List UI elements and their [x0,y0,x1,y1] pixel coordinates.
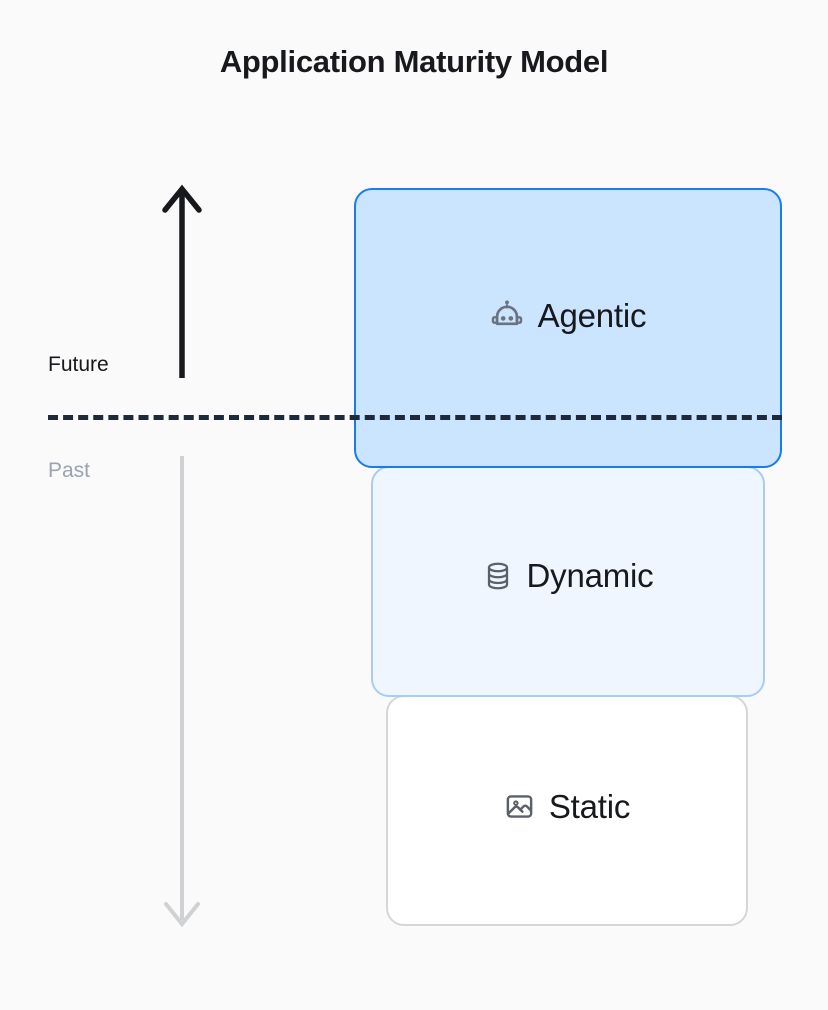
database-icon [483,561,513,591]
timeline-label-future: Future [48,353,109,376]
past-arrow-down-icon [157,452,207,932]
future-arrow-up-icon [157,182,207,382]
layer-agentic[interactable]: Agentic [354,188,782,468]
layer-label-dynamic: Dynamic [526,557,654,594]
layer-static[interactable]: Static [386,695,748,926]
past-future-divider [48,415,782,420]
page-title: Application Maturity Model [219,44,609,79]
layer-label-static: Static [548,788,631,825]
timeline-label-past: Past [48,459,91,482]
layer-label-agentic: Agentic [537,296,647,334]
layer-dynamic[interactable]: Dynamic [371,466,765,697]
robot-icon [490,298,524,332]
image-icon [504,791,535,822]
